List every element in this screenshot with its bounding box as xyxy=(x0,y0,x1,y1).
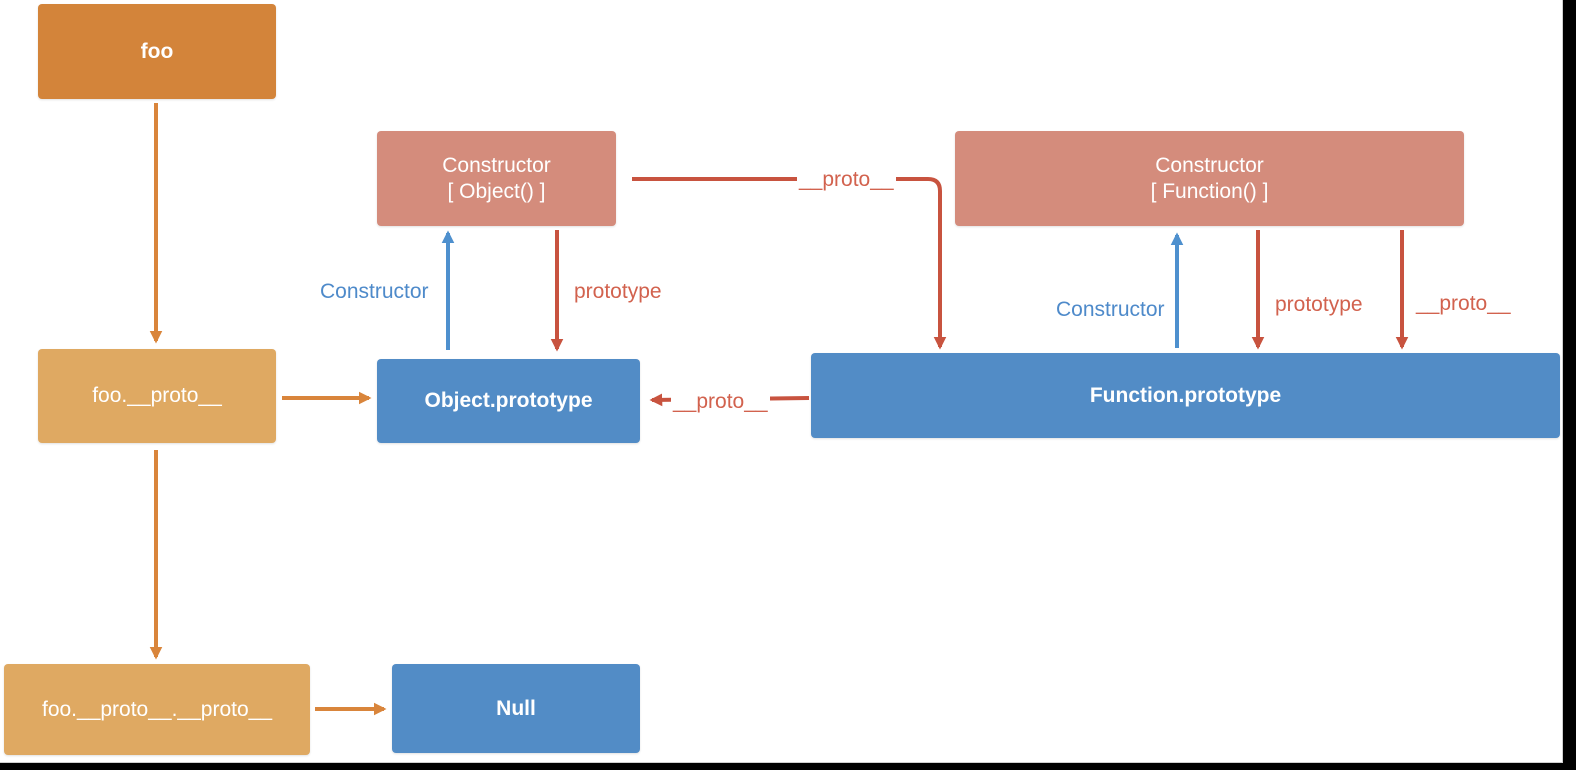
label-function-prototype-to-object-prototype: __proto__ xyxy=(671,390,770,414)
arrow-object-constructor-proto-to-function-prototype xyxy=(632,177,947,350)
label-object-prototype-link: prototype xyxy=(572,280,664,304)
node-function-prototype-label: Function.prototype xyxy=(1089,383,1282,407)
node-function-prototype: Function.prototype xyxy=(811,353,1560,438)
label-object-constructor-link: Constructor xyxy=(318,280,431,304)
label-function-prototype-link: prototype xyxy=(1273,293,1365,317)
node-function-constructor-line2: [ Function() ] xyxy=(1150,179,1269,203)
node-function-constructor-line1: Constructor xyxy=(1155,153,1264,177)
node-foo-proto: foo.__proto__ xyxy=(38,349,276,443)
label-function-proto-link: __proto__ xyxy=(1414,292,1513,316)
label-object-to-function-proto: __proto__ xyxy=(797,168,896,192)
node-foo-proto-proto: foo.__proto__.__proto__ xyxy=(4,664,310,755)
node-foo-proto-proto-label: foo.__proto__.__proto__ xyxy=(41,697,273,721)
node-object-constructor: Constructor [ Object() ] xyxy=(377,131,616,226)
node-null-label: Null xyxy=(496,696,536,720)
node-foo-proto-label: foo.__proto__ xyxy=(92,384,222,407)
node-object-constructor-line1: Constructor xyxy=(442,153,551,177)
node-foo: foo xyxy=(38,4,276,99)
node-function-constructor: Constructor [ Function() ] xyxy=(955,131,1464,226)
node-object-prototype-label: Object.prototype xyxy=(424,389,593,412)
label-function-constructor-link: Constructor xyxy=(1054,298,1167,322)
node-object-constructor-line2: [ Object() ] xyxy=(447,179,546,203)
node-foo-label: foo xyxy=(140,39,174,63)
node-null: Null xyxy=(392,664,640,753)
node-object-prototype: Object.prototype xyxy=(377,359,640,443)
